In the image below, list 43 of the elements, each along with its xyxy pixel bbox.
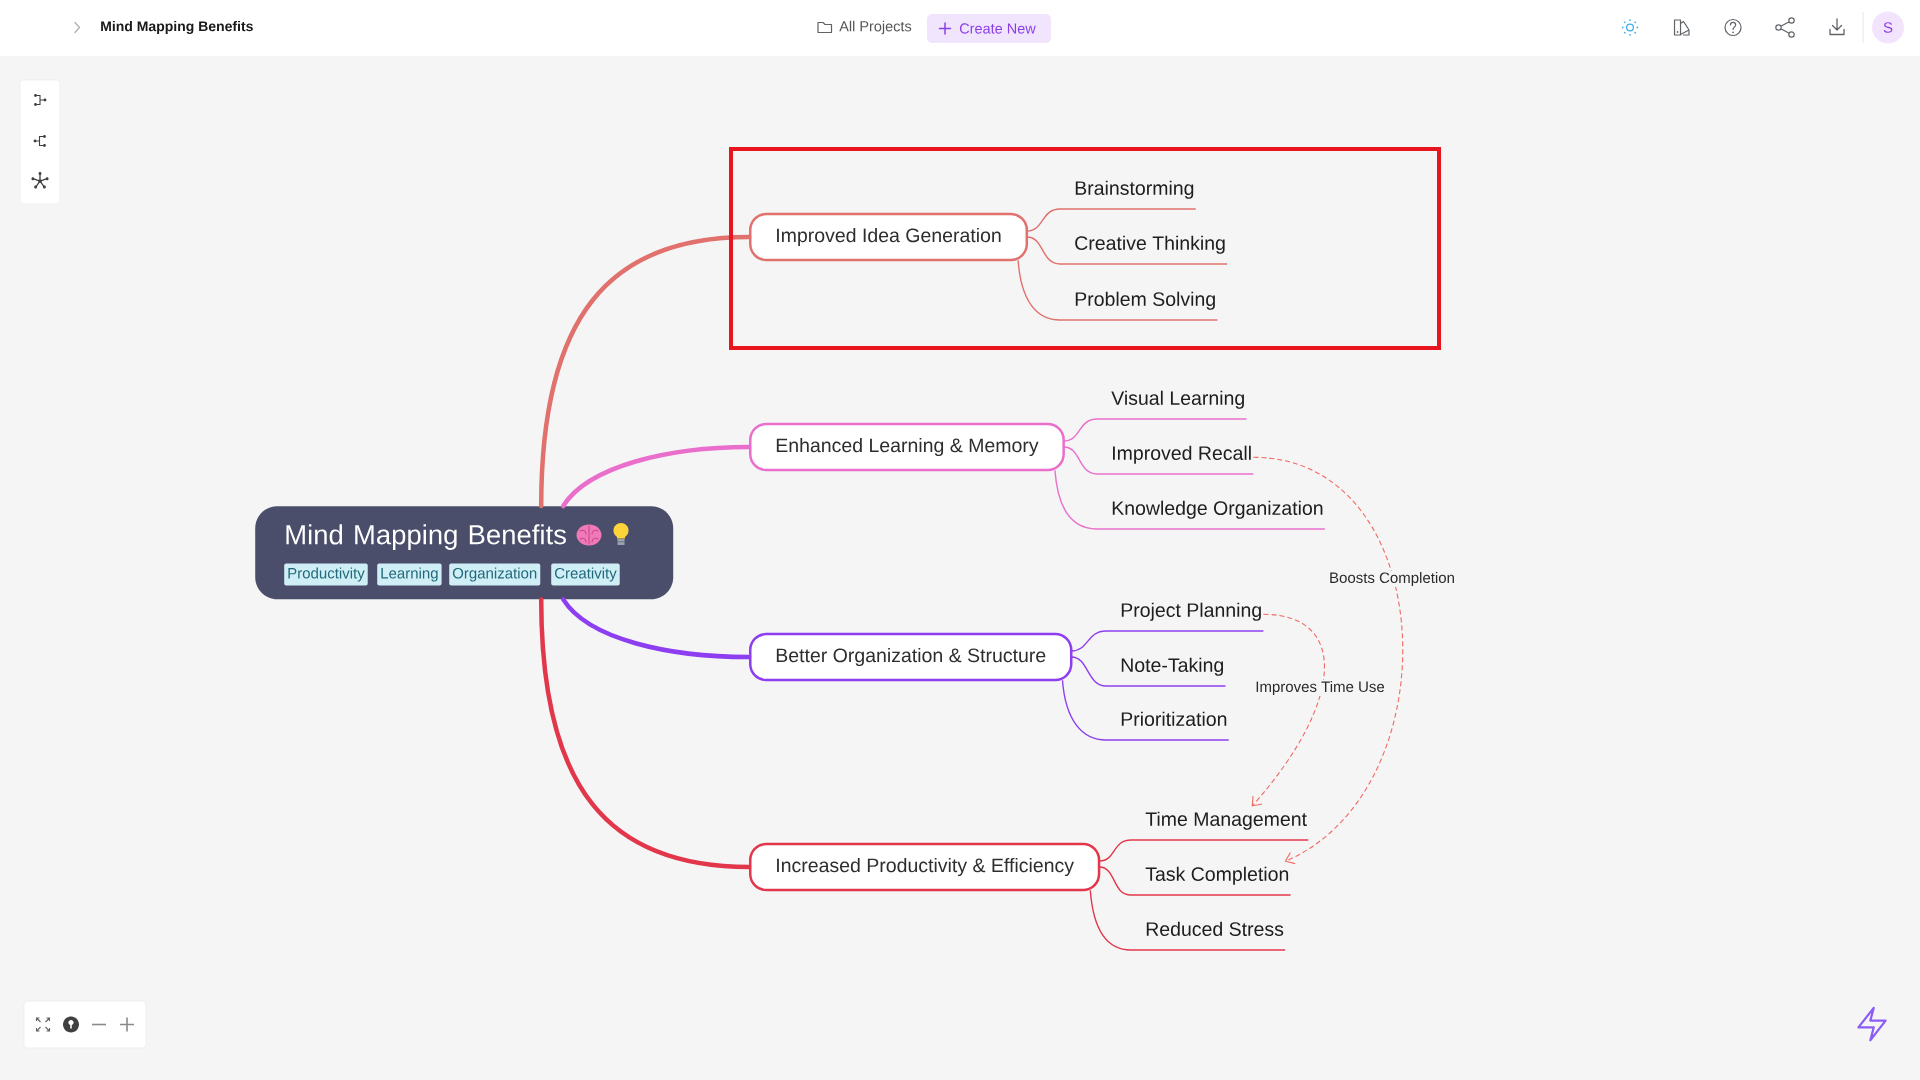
connector-curve — [1026, 208, 1061, 232]
tag: Productivity — [284, 563, 368, 586]
subtopic: Note-Taking — [1105, 657, 1227, 687]
subtopic: Reduced Stress — [1130, 921, 1286, 951]
subtopic: Time Management — [1130, 811, 1310, 841]
connector-curve — [1061, 679, 1107, 741]
tag: Learning — [377, 563, 442, 586]
connector-curve — [1070, 630, 1107, 652]
projects-link: All Projects — [839, 20, 912, 35]
tag: Organization — [449, 563, 541, 586]
topic-box: Better Organization & Structure — [749, 632, 1073, 682]
connector-curve — [1070, 656, 1107, 687]
connector-curve — [1017, 259, 1061, 321]
edge-label: Boosts Completion — [1327, 571, 1457, 587]
tag: Creativity — [551, 563, 620, 586]
connector-curve — [1098, 866, 1132, 896]
connector-curve — [1089, 889, 1132, 951]
subtopic: Prioritization — [1105, 711, 1230, 741]
dashed-arrow — [1252, 456, 1403, 865]
connector-curve — [1098, 839, 1132, 862]
branch-curve — [538, 234, 752, 509]
branch-curve — [538, 597, 752, 870]
topic-box: Enhanced Learning & Memory — [749, 422, 1065, 472]
connector-curve — [1063, 446, 1098, 475]
subtopic: Brainstorming — [1059, 180, 1197, 210]
subtopic: Task Completion — [1130, 866, 1292, 896]
connector-curve — [1054, 469, 1098, 530]
subtopic: Creative Thinking — [1059, 235, 1228, 265]
branch-curve — [560, 597, 752, 660]
create-button: Create New — [927, 14, 1051, 43]
connector-curve — [1026, 236, 1061, 265]
topic-box: Increased Productivity & Efficiency — [749, 842, 1101, 892]
connector-curve — [1063, 418, 1098, 442]
subtopic: Knowledge Organization — [1096, 500, 1326, 530]
branch-curve — [560, 444, 752, 509]
subtopic: Visual Learning — [1096, 390, 1248, 420]
breadcrumb-title: Mind Mapping Benefits — [101, 20, 253, 35]
topic-box: Improved Idea Generation — [749, 212, 1029, 262]
subtopic: Improved Recall — [1096, 445, 1255, 475]
dashed-arrow — [1251, 613, 1325, 807]
subtopic: Project Planning — [1105, 602, 1265, 632]
edge-label: Improves Time Use — [1253, 680, 1387, 696]
subtopic: Problem Solving — [1059, 291, 1219, 321]
